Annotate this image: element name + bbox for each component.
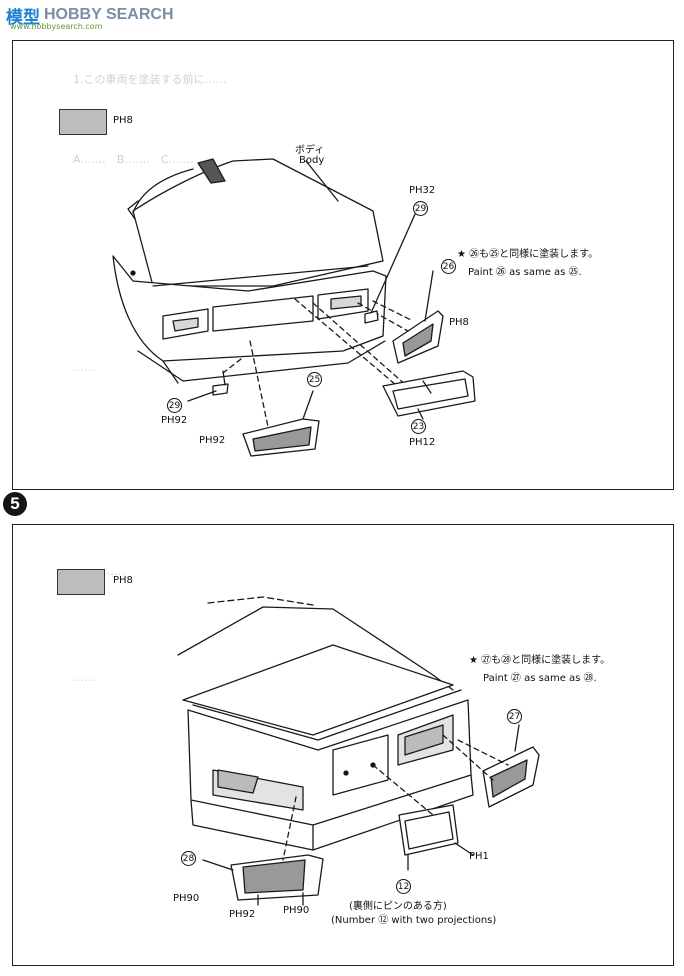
body-label-en: Body — [299, 155, 325, 166]
part-12-number: 12 — [396, 879, 411, 894]
part-28-paint-code-3: PH90 — [283, 905, 310, 916]
part-29-number: 29 — [413, 201, 428, 216]
part-28-paint-code-1: PH90 — [173, 893, 200, 904]
watermark: 模型 HOBBY SEARCH — [6, 4, 174, 27]
part-28-number: 28 — [181, 851, 196, 866]
part-26-number: 26 — [441, 259, 456, 274]
paint-note-jp: ★ ㉖も㉕と同様に塗装します。 — [457, 249, 599, 260]
watermark-logo: 模型 — [6, 7, 40, 27]
part-23-number: 23 — [411, 419, 426, 434]
paint-swatch — [59, 109, 107, 135]
paint-note-en: Paint ㉖ as same as ㉕. — [468, 267, 582, 278]
part-29-lower-paint-code: PH92 — [161, 415, 188, 426]
part-23-paint-code: PH12 — [409, 437, 436, 448]
part-25-number: 25 — [307, 372, 322, 387]
plate-note-en: (Number ⑫ with two projections) — [331, 915, 497, 926]
paint-swatch — [57, 569, 105, 595]
step-4-panel: 1.この車両を塗装する前に…… A.…… B.…… C.…… …… — [12, 40, 674, 490]
part-29-paint-code: PH32 — [409, 185, 436, 196]
plate-note-jp: (裏側にピンのある方) — [349, 901, 447, 912]
bleed-through-text: …… — [73, 671, 95, 684]
rear-body-diagram-step5 — [177, 596, 540, 906]
paint-code-label: PH8 — [113, 115, 133, 126]
bleed-through-text: …… — [73, 361, 95, 374]
step-5-panel: …… …… — [12, 524, 674, 966]
bleed-through-text: 1.この車両を塗装する前に…… — [73, 73, 227, 86]
rear-body-diagram — [112, 158, 476, 457]
bleed-through-text: …… — [103, 565, 125, 578]
paint-note-jp: ★ ㉗も㉘と同様に塗装します。 — [469, 655, 611, 666]
part-27-number: 27 — [507, 709, 522, 724]
plate-paint-code: PH1 — [469, 851, 489, 862]
bleed-through-text: A.…… B.…… C.…… — [73, 153, 195, 166]
paint-note-en: Paint ㉗ as same as ㉘. — [483, 673, 597, 684]
watermark-text: HOBBY SEARCH — [44, 6, 174, 23]
part-28-paint-code-2: PH92 — [229, 909, 256, 920]
part-29-lower-number: 29 — [167, 398, 182, 413]
step-number-badge: 5 — [3, 492, 27, 516]
paint-code-label: PH8 — [113, 575, 133, 586]
watermark-url: www.hobbysearch.com — [10, 22, 103, 31]
body-label-jp: ボディ — [295, 145, 325, 156]
part-25-paint-code: PH92 — [199, 435, 226, 446]
part-23-paint-code-upper: PH8 — [449, 317, 469, 328]
